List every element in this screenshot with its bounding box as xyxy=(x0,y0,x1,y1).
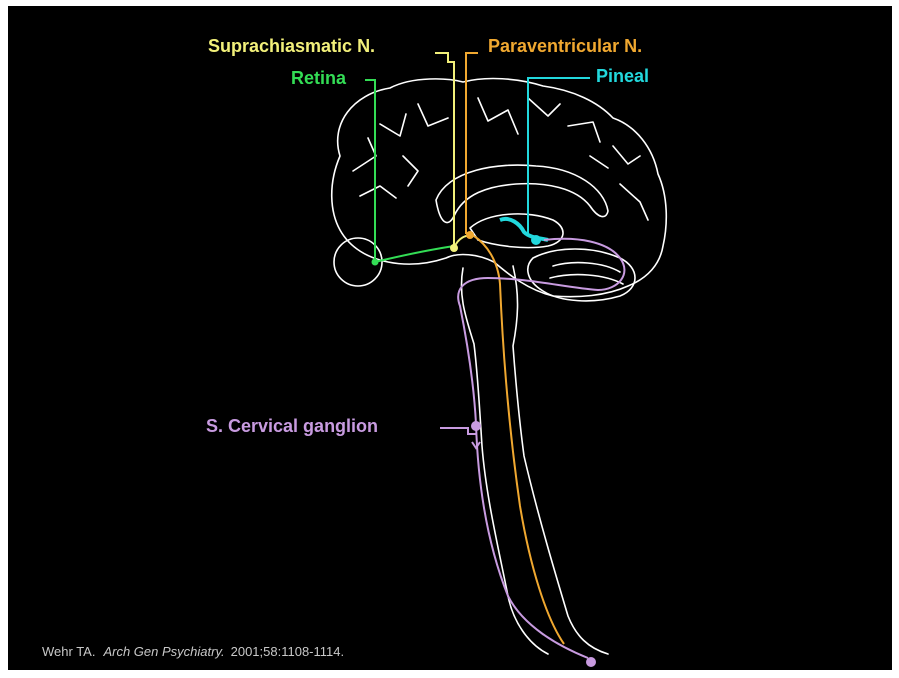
label-retina: Retina xyxy=(291,68,347,88)
scn-node xyxy=(450,244,458,252)
thalamus-outline xyxy=(470,214,563,248)
slide: Suprachiasmatic N. Paraventricular N. Re… xyxy=(8,6,892,670)
pvn-node xyxy=(466,231,474,239)
pineal-gland xyxy=(500,219,548,240)
pineal-node xyxy=(531,235,541,245)
brain-pathway-diagram: Suprachiasmatic N. Paraventricular N. Re… xyxy=(8,6,892,670)
label-paraventricular: Paraventricular N. xyxy=(488,36,642,56)
label-cervical-ganglion: S. Cervical ganglion xyxy=(206,416,378,436)
citation: Wehr TA. Arch Gen Psychiatry. 2001;58:1108… xyxy=(42,644,344,659)
citation-ref: 2001;58:1108-1114. xyxy=(231,644,345,659)
pineal-leader-line xyxy=(528,78,590,236)
parietal-sulci xyxy=(478,98,648,220)
scn-leader-line xyxy=(435,53,454,246)
pvn-descending-tract xyxy=(474,236,564,644)
cervical-leader-line xyxy=(440,428,476,434)
frontal-sulci xyxy=(353,104,448,198)
spinal-terminal-node xyxy=(586,657,596,667)
label-pineal: Pineal xyxy=(596,66,649,86)
retina-leader-line xyxy=(365,80,375,262)
retina-node xyxy=(372,259,379,266)
cervical-ganglion-node xyxy=(471,421,481,431)
cerebellum-folds xyxy=(550,263,623,284)
citation-journal: Arch Gen Psychiatry. xyxy=(103,644,224,659)
brainstem-spinal-cord xyxy=(461,266,608,654)
citation-author: Wehr TA. xyxy=(42,644,95,659)
label-suprachiasmatic: Suprachiasmatic N. xyxy=(208,36,375,56)
